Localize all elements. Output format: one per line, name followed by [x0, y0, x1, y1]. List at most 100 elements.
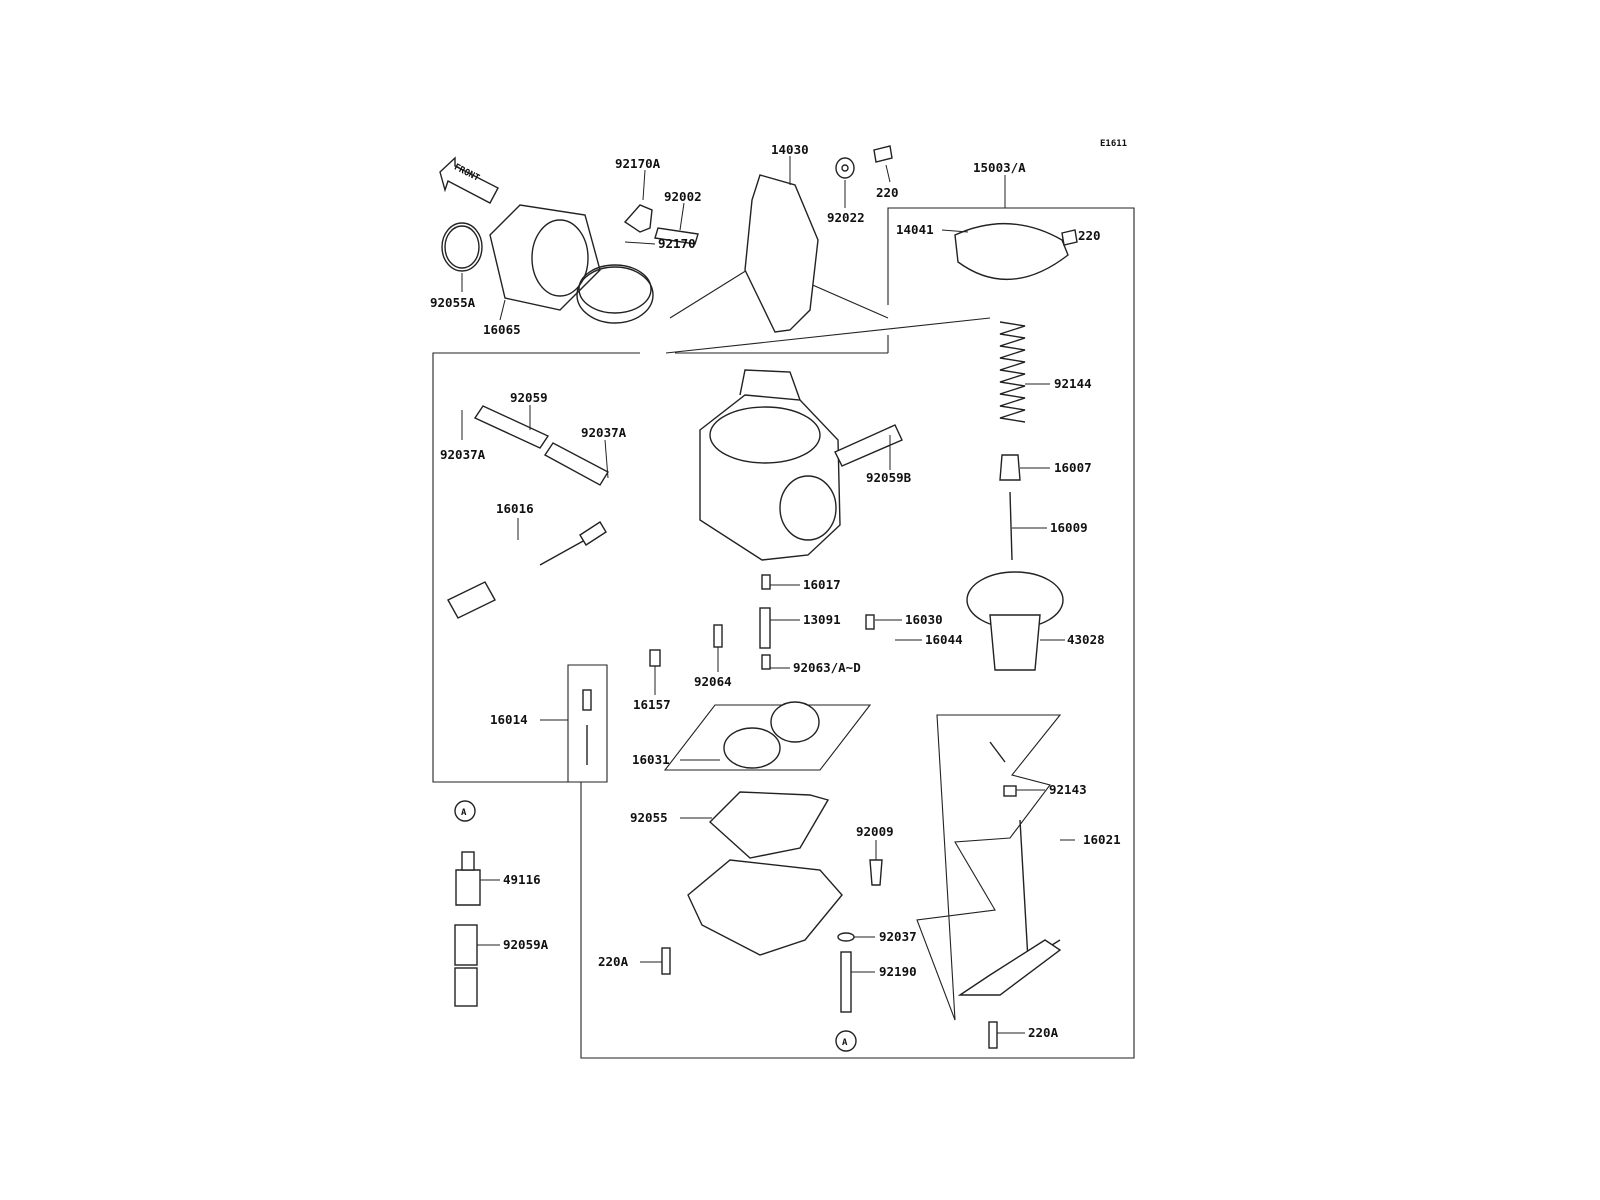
plunger-16016-tip-icon — [579, 521, 607, 546]
label-92059A: 92059A — [503, 937, 549, 952]
part-92143-icon — [1003, 785, 1017, 797]
fitting-49116-icon — [455, 869, 481, 906]
label-220-cap: 220 — [1078, 228, 1101, 243]
label-92170: 92170 — [658, 236, 696, 251]
float-bowl-icon — [687, 859, 843, 956]
ref-marker-top — [454, 800, 476, 822]
hose-92059A-lower-icon — [454, 967, 478, 1007]
label-16030: 16030 — [905, 612, 943, 627]
clip-92037-icon — [837, 932, 855, 942]
leader-92170 — [624, 241, 656, 245]
bracket-92170A-icon — [623, 204, 653, 233]
label-15003A: 15003/A — [973, 160, 1026, 175]
label-14030: 14030 — [771, 142, 809, 157]
piston-43028-icon — [989, 614, 1041, 671]
clamp-92170-inner-icon — [578, 264, 652, 314]
label-16031: 16031 — [632, 752, 670, 767]
cap-14041-icon — [954, 222, 1069, 280]
label-16021: 16021 — [1083, 832, 1121, 847]
jet-92064-icon — [713, 624, 723, 648]
label-92037A-left: 92037A — [440, 447, 486, 462]
leader-92170A — [642, 169, 646, 201]
washer-92022-hole-icon — [841, 164, 849, 172]
holder-16007-icon — [999, 454, 1021, 481]
label-92170A: 92170A — [615, 156, 661, 171]
washer-92022-icon — [835, 157, 855, 179]
ref-marker-bottom — [835, 1030, 857, 1052]
jet-16030-icon — [865, 614, 875, 630]
leader-220-top — [885, 164, 891, 183]
ref-marker-bottom-label: A — [842, 1038, 848, 1048]
diagram-code: E1611 — [1100, 139, 1127, 149]
fitting-49116-neck-icon — [461, 851, 475, 871]
parts-illustrations — [441, 145, 1078, 1049]
hose-92059A-icon — [454, 924, 478, 966]
label-16016: 16016 — [496, 501, 534, 516]
frame-16021 — [916, 714, 1062, 1021]
label-16065: 16065 — [483, 322, 521, 337]
label-16157: 16157 — [633, 697, 671, 712]
ref-marker-top-label: A — [461, 808, 467, 818]
label-43028: 43028 — [1067, 632, 1105, 647]
jet-92063-icon — [761, 654, 771, 670]
plunger-16016-cap-icon — [447, 581, 496, 619]
holder-16065-icon — [489, 204, 601, 311]
jet-16017-icon — [761, 574, 771, 590]
screw-220-cap-icon — [1061, 229, 1078, 246]
label-92002: 92002 — [664, 189, 702, 204]
front-arrow: FRONT — [439, 156, 499, 204]
label-92022: 92022 — [827, 210, 865, 225]
lever-16021-icon — [957, 939, 1062, 996]
label-92009: 92009 — [856, 824, 894, 839]
gasket-92055-icon — [708, 791, 830, 859]
reference-markers: A A — [454, 800, 857, 1052]
screw-220A-right-icon — [988, 1021, 998, 1049]
label-220-top: 220 — [876, 185, 899, 200]
bowl-cover-leader-plane — [665, 317, 991, 354]
carburetor-body-chamber-icon — [709, 406, 821, 464]
cover-14030-icon — [744, 174, 819, 333]
float-16031-second-icon — [770, 701, 820, 743]
part-92143-spring-icon — [989, 741, 1006, 763]
label-92063: 92063/A~D — [793, 660, 861, 675]
spring-92144-icon — [999, 321, 1026, 423]
carburetor-outlet-icon — [779, 475, 837, 541]
needle-16009-icon — [1009, 491, 1013, 561]
oring-92055A-icon — [441, 222, 483, 272]
clamp-92170-icon — [576, 266, 654, 324]
holder-16065-bore-icon — [531, 219, 589, 297]
label-92143: 92143 — [1049, 782, 1087, 797]
jet-16157-icon — [649, 649, 661, 667]
leader-14041 — [941, 229, 969, 233]
screw-220A-left-icon — [661, 947, 671, 975]
oring-92055A-inner-icon — [444, 225, 480, 269]
label-220A-right: 220A — [1028, 1025, 1059, 1040]
label-92055: 92055 — [630, 810, 668, 825]
screw-92009-icon — [869, 859, 883, 886]
valve-16014-icon — [582, 689, 592, 711]
frame-16031 — [663, 704, 872, 771]
leader-92037A-right — [604, 439, 609, 479]
bolt-92002-icon — [654, 227, 699, 245]
label-92190: 92190 — [879, 964, 917, 979]
label-13091: 13091 — [803, 612, 841, 627]
label-49116: 49116 — [503, 872, 541, 887]
part-labels: E1611 92170A 92002 14030 92022 220 15003… — [430, 139, 1127, 1040]
frame-16014 — [567, 664, 608, 783]
jet-13091-icon — [759, 607, 771, 649]
label-16017: 16017 — [803, 577, 841, 592]
tube-92059B-icon — [834, 424, 903, 467]
label-16009: 16009 — [1050, 520, 1088, 535]
label-220A-left: 220A — [598, 954, 629, 969]
tube-92059-lower-icon — [543, 442, 609, 486]
label-92055A: 92055A — [430, 295, 476, 310]
label-92037A-right: 92037A — [581, 425, 627, 440]
label-92144: 92144 — [1054, 376, 1092, 391]
label-16014: 16014 — [490, 712, 528, 727]
pin-92190-icon — [840, 951, 852, 1013]
label-92059: 92059 — [510, 390, 548, 405]
float-16031-icon — [723, 727, 781, 769]
main-frame — [432, 207, 1135, 1059]
label-16044: 16044 — [925, 632, 963, 647]
